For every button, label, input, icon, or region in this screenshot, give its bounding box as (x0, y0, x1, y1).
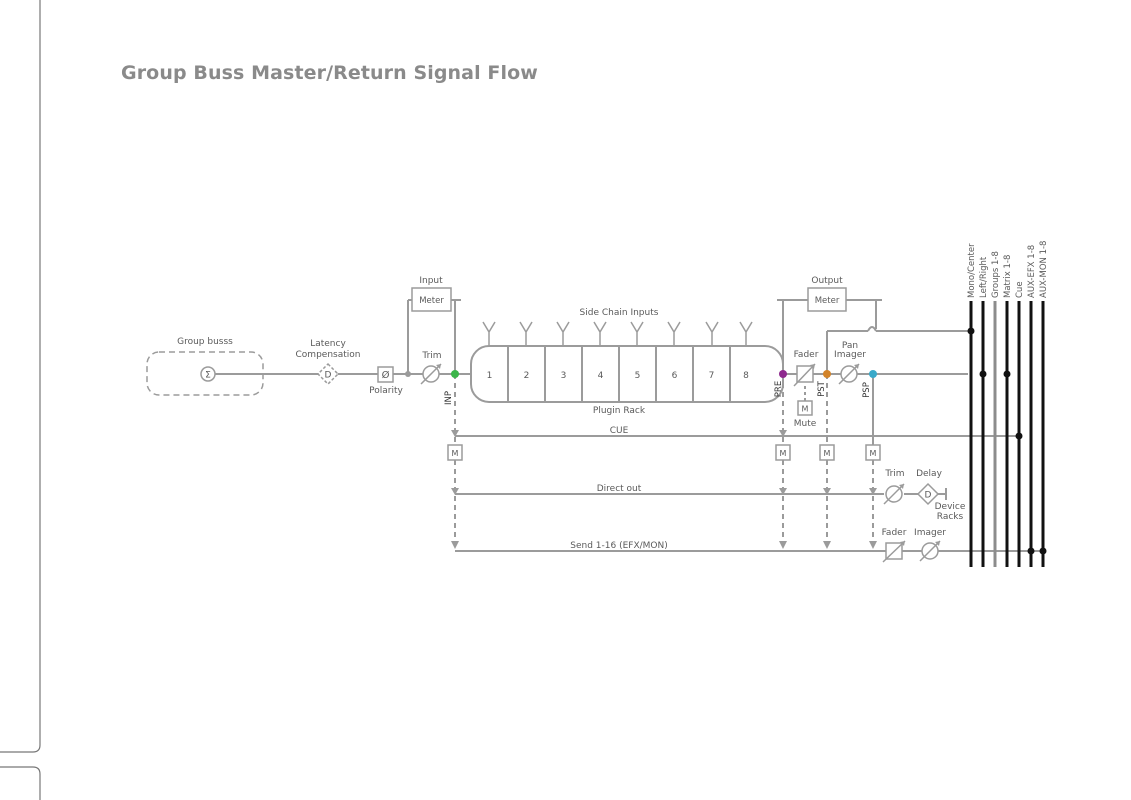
psp-direct-arrow (869, 488, 877, 495)
psp-m-symbol: M (870, 449, 877, 458)
junction-aux-mon (1039, 547, 1047, 555)
inp-label: INP (444, 391, 454, 405)
input-meter-box (411, 287, 452, 312)
pre-direct-arrow (779, 488, 787, 495)
inp-direct-arrow (451, 488, 459, 495)
pst-direct-arrow (823, 488, 831, 495)
side-chain-label: Side Chain Inputs (580, 308, 659, 318)
pan-imager-label-2: Imager (834, 350, 866, 360)
send-fader-label: Fader (882, 528, 907, 538)
inp-node (451, 370, 459, 378)
bus-label-aux-efx: AUX-EFX 1-8 (1027, 245, 1037, 298)
plugin-slot-2: 2 (524, 371, 530, 381)
pst-m-symbol: M (824, 449, 831, 458)
side-chain-8 (739, 321, 753, 346)
direct-delay-label: Delay (916, 469, 942, 479)
psp-node (869, 370, 877, 378)
inp-m-box (447, 444, 463, 461)
input-label: Input (419, 276, 443, 286)
side-chain-6 (667, 321, 681, 346)
side-chain-2 (519, 321, 533, 346)
plugin-slot-5: 5 (635, 371, 641, 381)
bus-label-mono-center: Mono/Center (967, 243, 977, 298)
direct-out-label: Direct out (597, 484, 642, 494)
pan-imager-label-1: Pan (842, 341, 858, 351)
pre-node (779, 370, 787, 378)
group-busss-label: Group busss (177, 337, 233, 347)
direct-trim-label: Trim (884, 469, 904, 479)
psp-m-box (865, 444, 881, 461)
plugin-slot-4: 4 (598, 371, 604, 381)
plugin-slot-8: 8 (743, 371, 749, 381)
polarity-junction (405, 371, 411, 377)
send-imager-label: Imager (914, 528, 946, 538)
page-title: Group Buss Master/Return Signal Flow (121, 62, 538, 84)
junction-aux-efx (1027, 547, 1035, 555)
latency-delay-symbol: D (325, 371, 332, 381)
fader-label: Fader (794, 350, 819, 360)
plugin-rack-box (470, 345, 784, 403)
output-meter-label: Meter (815, 296, 840, 306)
side-chain-5 (630, 321, 644, 346)
inp-cue-arrow (451, 430, 459, 437)
bus-label-matrix: Matrix 1-8 (1003, 255, 1013, 298)
send-label: Send 1-16 (EFX/MON) (570, 541, 667, 551)
plugin-slot-3: 3 (561, 371, 567, 381)
plugin-rack-label: Plugin Rack (593, 406, 646, 416)
plugin-slot-1: 1 (487, 371, 493, 381)
pre-m-symbol: M (780, 449, 787, 458)
polarity-label: Polarity (369, 386, 403, 396)
sum-symbol: Σ (205, 371, 211, 381)
mute-symbol: M (802, 405, 809, 414)
polarity-symbol: Ø (382, 369, 390, 381)
pre-label: PRE (774, 381, 784, 397)
bus-label-groups: Groups 1-8 (991, 251, 1001, 298)
junction-mono (967, 327, 975, 335)
mute-label: Mute (794, 419, 817, 429)
side-chain-4 (593, 321, 607, 346)
pst-label: PST (817, 380, 827, 397)
side-chain-3 (556, 321, 570, 346)
input-meter-label: Meter (419, 296, 444, 306)
psp-label: PSP (862, 382, 872, 398)
mute-box (797, 400, 813, 416)
side-chain-7 (705, 321, 719, 346)
bus-label-left-right: Left/Right (979, 256, 989, 298)
latency-label-1: Latency (310, 339, 346, 349)
pst-node (823, 370, 831, 378)
pre-cue-arrow (779, 430, 787, 437)
pst-m-box (819, 444, 835, 461)
plugin-slot-7: 7 (709, 371, 715, 381)
bus-label-aux-mon: AUX-MON 1-8 (1039, 241, 1049, 298)
output-meter-box (807, 287, 847, 312)
bus-label-cue: Cue (1015, 281, 1025, 298)
latency-delay-icon (316, 362, 340, 386)
polarity-icon (377, 366, 394, 383)
output-label: Output (811, 276, 843, 286)
inp-m-symbol: M (452, 449, 459, 458)
device-racks-label-1: Device (935, 502, 966, 512)
plugin-slot-6: 6 (672, 371, 678, 381)
junction-cue (1015, 432, 1023, 440)
device-racks-label-2: Racks (937, 512, 964, 522)
junction-left-right (979, 370, 987, 378)
junction-matrix (1003, 370, 1011, 378)
pre-m-box (775, 444, 791, 461)
latency-label-2: Compensation (296, 350, 361, 360)
direct-delay-symbol: D (925, 491, 932, 501)
side-chain-1 (482, 321, 496, 346)
sum-icon (200, 366, 216, 382)
cue-label: CUE (610, 426, 629, 436)
trim-label: Trim (421, 351, 441, 361)
direct-delay-icon (916, 482, 940, 506)
